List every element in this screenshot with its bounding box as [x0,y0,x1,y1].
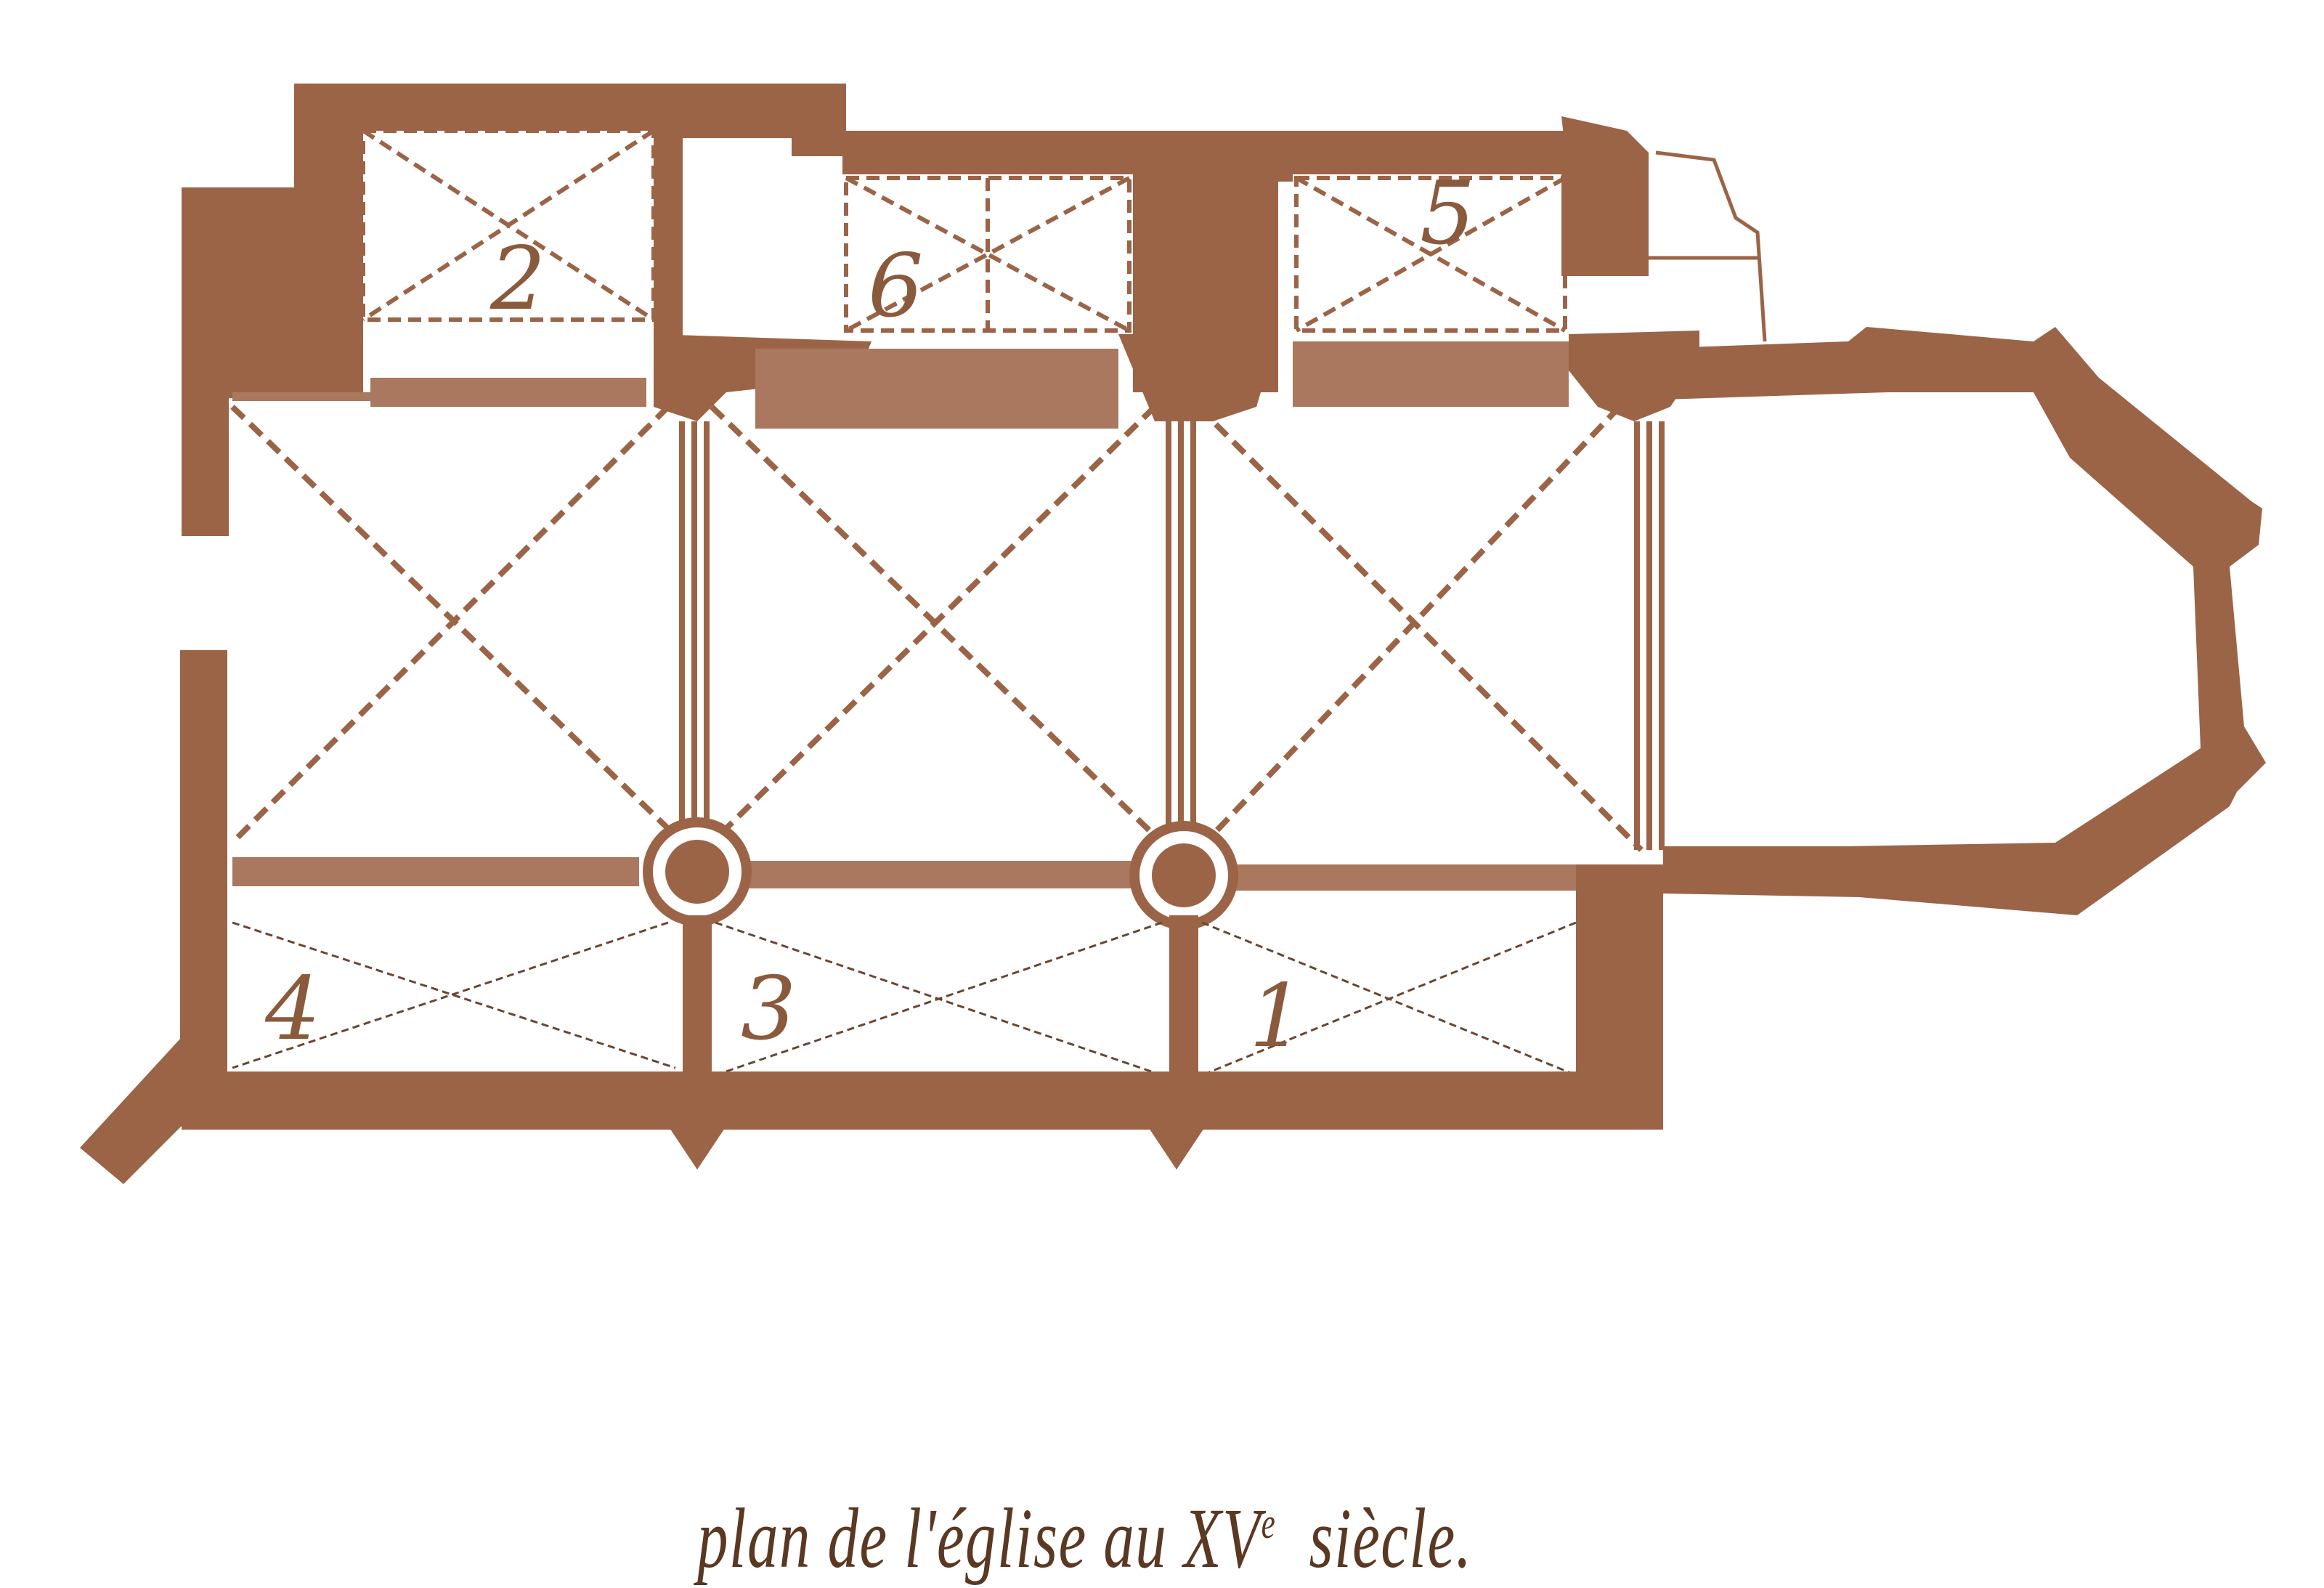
bay-label-1: 1 [1249,966,1304,1067]
south-buttress-2 [1147,1126,1206,1170]
south-screen [232,857,1576,891]
sacristy-outline [1655,150,1767,342]
chapel-vault-lines [361,129,1567,333]
bay-label-4: 4 [264,959,320,1060]
south-vault-lines [232,921,1577,1077]
bay-label-3: 3 [741,959,796,1060]
round-piers [643,817,1238,930]
south-wall [182,1072,1663,1130]
bay-label-5: 5 [1420,163,1475,264]
stair-room [683,138,792,320]
pier-buttress-north-2 [1118,334,1278,421]
bay-label-6: 6 [868,236,923,337]
west-wall-south [180,650,227,1115]
plan-caption: plan de l'église au XVe siècle. [697,1489,1482,1588]
caption-superscript: e [1261,1499,1277,1547]
chapel-5-east-block [1561,174,1649,276]
chapel-2-west-wall [294,84,363,396]
caption-prefix: plan de l'église au XV [697,1491,1261,1586]
nave-vault-lines [230,405,1644,852]
caption-suffix: siècle. [1309,1491,1473,1586]
south-divider-1 [683,915,712,1082]
apse-wall [1649,327,2266,915]
arcade-ribs [679,421,1665,850]
bay-label-2: 2 [489,229,545,330]
south-divider-2 [1169,915,1198,1082]
south-buttress-1 [668,1126,726,1170]
north-screen [232,341,1569,429]
